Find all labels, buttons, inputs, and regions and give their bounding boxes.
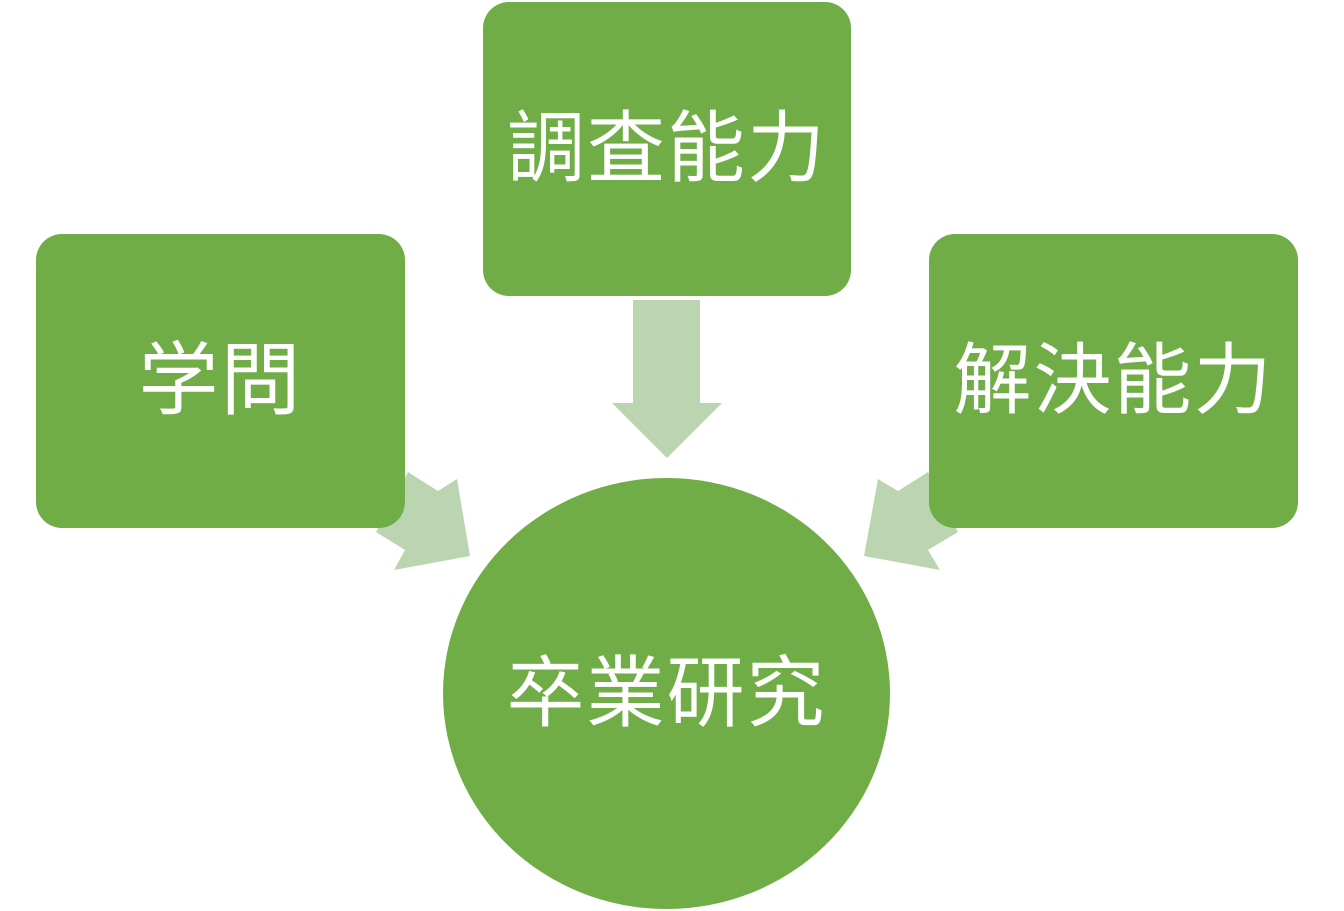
node-label: 解決能力	[953, 336, 1274, 426]
node-label: 調査能力	[506, 104, 827, 194]
node-graduation-research: 卒業研究	[443, 478, 890, 909]
node-problem-solving-ability: 解決能力	[929, 234, 1298, 528]
node-academics: 学問	[36, 234, 405, 528]
arrow-top-to-center	[612, 300, 722, 458]
node-research-ability: 調査能力	[483, 2, 851, 296]
node-label: 卒業研究	[506, 648, 827, 739]
node-label: 学問	[138, 334, 303, 427]
